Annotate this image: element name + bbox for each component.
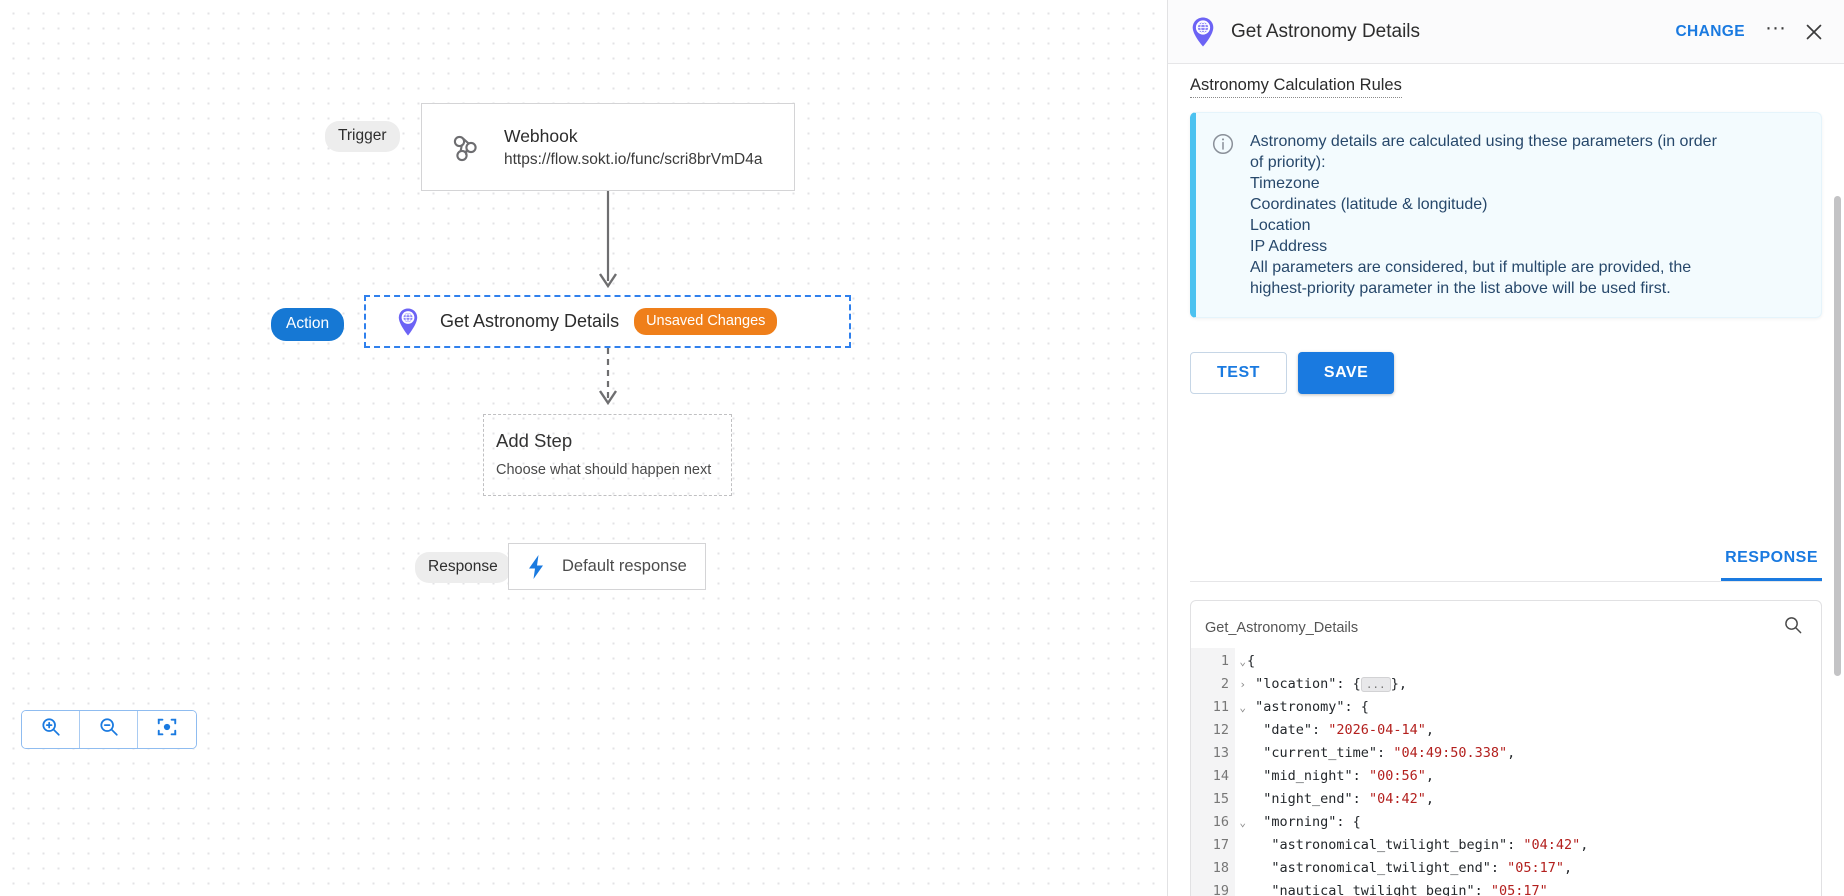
- code-line-number: 13: [1212, 745, 1229, 761]
- panel-scrollbar-thumb[interactable]: [1834, 196, 1841, 676]
- astronomy-info-text: Astronomy details are calculated using t…: [1250, 131, 1717, 299]
- astronomy-info-box: Astronomy details are calculated using t…: [1190, 112, 1822, 318]
- code-line: "mid_night": "00:56",: [1263, 768, 1434, 784]
- json-string-value: "05:17": [1490, 883, 1548, 896]
- location-pin-icon: [1190, 16, 1216, 48]
- action-label: Action: [271, 308, 345, 341]
- search-icon[interactable]: [1783, 615, 1803, 640]
- info-line: Location: [1250, 217, 1311, 234]
- connector-action-to-add-step: [599, 348, 617, 406]
- code-line-number: 2›: [1191, 673, 1246, 696]
- save-button[interactable]: SAVE: [1297, 352, 1395, 394]
- json-string-value: "05:17": [1507, 860, 1564, 876]
- info-line: of priority):: [1250, 154, 1326, 171]
- code-line-number: 15: [1212, 791, 1229, 807]
- response-card-header: Get_Astronomy_Details: [1191, 601, 1821, 648]
- code-line-number: 14: [1212, 768, 1229, 784]
- add-step-node[interactable]: Add Step Choose what should happen next: [483, 414, 732, 496]
- zoom-in-button[interactable]: [22, 711, 80, 748]
- trigger-label: Trigger: [325, 121, 400, 152]
- code-gutter: 1⌄2›11⌄ 12 13 14 15 16⌄ 17 18 19: [1191, 648, 1246, 896]
- panel-title: Get Astronomy Details: [1231, 20, 1421, 42]
- response-tabs: RESPONSE: [1190, 539, 1822, 582]
- code-line-number: 18: [1212, 860, 1229, 876]
- action-node-title: Get Astronomy Details: [440, 311, 620, 331]
- json-string-value: "04:42": [1523, 837, 1581, 853]
- fit-to-screen-icon: [156, 716, 178, 743]
- info-line: Astronomy details are calculated using t…: [1250, 133, 1717, 150]
- response-source-name: Get_Astronomy_Details: [1205, 619, 1359, 636]
- code-line-number: 19: [1212, 883, 1229, 896]
- code-line: "nautical_twilight_begin": "05:17": [1247, 880, 1588, 896]
- webhook-url: https://flow.sokt.io/func/scri8brVmD4a: [504, 150, 763, 168]
- fit-to-screen-button[interactable]: [138, 711, 196, 748]
- json-string-value: "04:42": [1368, 791, 1426, 807]
- code-line: "date": "2026-04-14",: [1263, 722, 1434, 738]
- code-line-number: 11⌄: [1191, 696, 1246, 719]
- action-node-get-astronomy-details[interactable]: Get Astronomy Details Unsaved Changes: [364, 295, 851, 348]
- connector-trigger-to-action: [599, 191, 617, 289]
- code-line: "astronomical_twilight_end": "05:17",: [1271, 860, 1573, 876]
- response-section: RESPONSE Get_Astronomy_Details 1⌄: [1168, 539, 1844, 896]
- info-circle-icon: [1212, 133, 1234, 299]
- code-line-number: 12: [1212, 722, 1229, 738]
- astronomy-calculation-rules-link[interactable]: Astronomy Calculation Rules: [1190, 76, 1402, 98]
- test-button[interactable]: TEST: [1190, 352, 1287, 394]
- response-label: Response: [415, 552, 511, 583]
- info-line: All parameters are considered, but if mu…: [1250, 259, 1692, 276]
- webhook-icon: [448, 130, 482, 164]
- add-step-subtitle: Choose what should happen next: [496, 462, 712, 478]
- info-line: highest-priority parameter in the list a…: [1250, 280, 1671, 297]
- default-response-node[interactable]: Default response: [508, 543, 706, 590]
- zoom-out-icon: [98, 716, 120, 743]
- panel-scrollbar[interactable]: [1833, 0, 1842, 896]
- code-line: "current_time": "04:49:50.338",: [1263, 745, 1516, 761]
- panel-body: Astronomy Calculation Rules Astronomy de…: [1168, 64, 1844, 896]
- code-line: {: [1247, 653, 1256, 669]
- info-line: IP Address: [1250, 238, 1328, 255]
- panel-action-buttons: TEST SAVE: [1190, 352, 1822, 394]
- canvas-zoom-toolbar: [21, 710, 197, 749]
- zoom-out-button[interactable]: [80, 711, 138, 748]
- code-line: "astronomical_twilight_begin": "04:42",: [1271, 837, 1589, 853]
- tab-response[interactable]: RESPONSE: [1721, 539, 1822, 581]
- code-line: "location": {...},: [1255, 676, 1407, 692]
- more-options-icon[interactable]: ···: [1765, 15, 1786, 39]
- code-lines: { "location": {...}, "astronomy": { "dat…: [1235, 648, 1588, 896]
- webhook-title: Webhook: [504, 125, 578, 146]
- location-pin-icon: [396, 307, 420, 337]
- chevron-right-icon[interactable]: ›: [1239, 678, 1246, 691]
- panel-header: Get Astronomy Details CHANGE ···: [1168, 0, 1844, 64]
- default-response-title: Default response: [562, 557, 687, 575]
- info-line: Timezone: [1250, 175, 1320, 192]
- json-string-value: "04:49:50.338": [1393, 745, 1508, 761]
- add-step-title: Add Step: [496, 430, 573, 451]
- code-line-number: 16⌄: [1191, 811, 1246, 834]
- chevron-down-icon[interactable]: ⌄: [1239, 655, 1246, 668]
- workflow-canvas[interactable]: Trigger Webhook https://flow.sokt.io/fun…: [0, 0, 1167, 896]
- chevron-down-icon[interactable]: ⌄: [1239, 701, 1246, 714]
- code-line: "astronomy": {: [1255, 699, 1369, 715]
- collapsed-object-toggle[interactable]: ...: [1360, 677, 1391, 692]
- info-line: Coordinates (latitude & longitude): [1250, 196, 1488, 213]
- response-json-viewer[interactable]: 1⌄2›11⌄ 12 13 14 15 16⌄ 17 18 19 { "location": {…: [1191, 648, 1821, 896]
- unsaved-changes-badge: Unsaved Changes: [634, 308, 778, 335]
- response-card: Get_Astronomy_Details 1⌄2›11⌄ 12 13 14 15 16⌄…: [1190, 600, 1822, 896]
- webhook-node[interactable]: Webhook https://flow.sokt.io/func/scri8b…: [421, 103, 795, 191]
- chevron-down-icon[interactable]: ⌄: [1239, 816, 1246, 829]
- close-icon[interactable]: [1804, 22, 1824, 42]
- code-line-number: 17: [1212, 837, 1229, 853]
- code-line-number: 1⌄: [1191, 650, 1246, 673]
- json-string-value: "00:56": [1368, 768, 1426, 784]
- details-panel: Get Astronomy Details CHANGE ··· Astrono…: [1167, 0, 1844, 896]
- code-line: "night_end": "04:42",: [1263, 791, 1434, 807]
- change-button[interactable]: CHANGE: [1675, 22, 1746, 40]
- lightning-bolt-icon: [525, 554, 547, 580]
- code-line: "morning": {: [1263, 814, 1361, 830]
- json-string-value: "2026-04-14": [1328, 722, 1426, 738]
- zoom-in-icon: [40, 716, 62, 743]
